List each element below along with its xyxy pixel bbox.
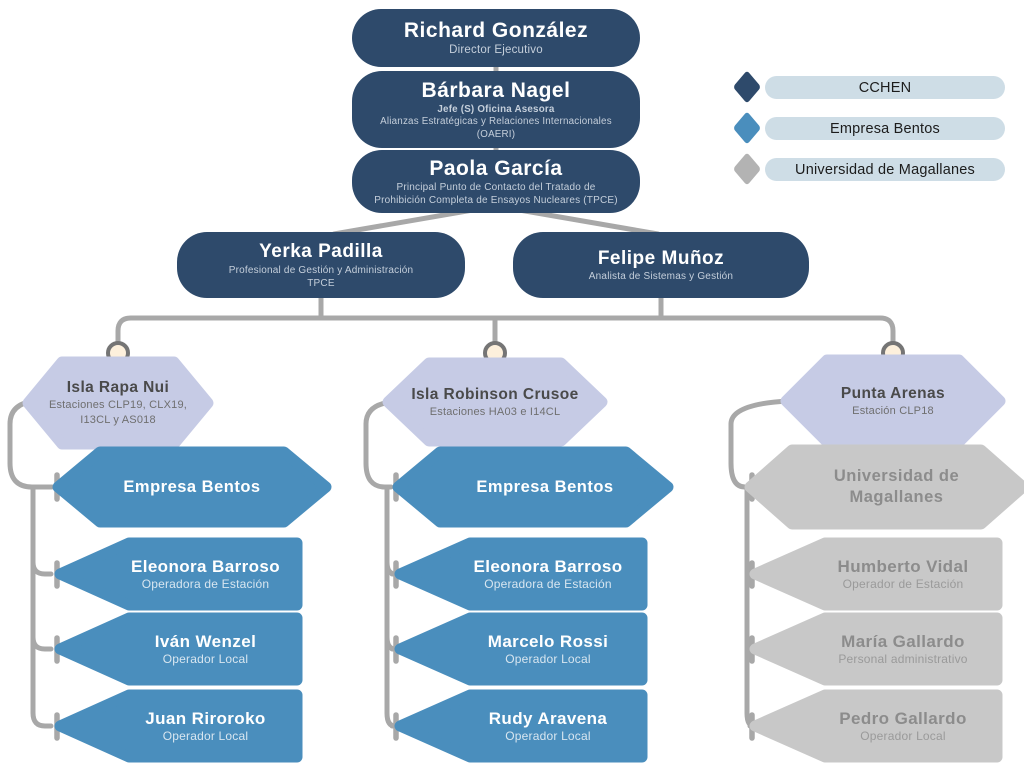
legend-label-cchen: CCHEN [765, 76, 1005, 99]
node-person: Pedro Gallardo Operador Local [749, 689, 1003, 763]
org-name: Empresa Bentos [123, 477, 261, 496]
node-person: Humberto Vidal Operador de Estación [749, 537, 1003, 611]
person-name: Paola García [429, 156, 563, 180]
person-role: Director Ejecutivo [449, 44, 543, 57]
legend-label-bentos: Empresa Bentos [765, 117, 1005, 140]
site-stations-line2: I13CL y AS018 [80, 414, 156, 427]
node-director: Richard González Director Ejecutivo [352, 9, 640, 67]
node-focal-point: Paola García Principal Punto de Contacto… [352, 150, 640, 213]
node-person: Juan Riroroko Operador Local [54, 689, 303, 763]
person-role-line2: TPCE [307, 277, 335, 289]
node-org-bentos-2: Empresa Bentos [392, 446, 674, 528]
node-site-rapa-nui: Isla Rapa Nui Estaciones CLP19, CLX19, I… [22, 356, 214, 450]
site-stations: Estaciones HA03 e I14CL [429, 405, 561, 418]
legend-label-magallanes: Universidad de Magallanes [765, 158, 1005, 181]
person-name: Yerka Padilla [259, 241, 383, 263]
person-role: Operador Local [860, 728, 946, 743]
node-person: Eleonora Barroso Operadora de Estación [394, 537, 648, 611]
person-name: Pedro Gallardo [839, 708, 967, 728]
site-stations: Estación CLP18 [852, 404, 934, 417]
node-systems-analyst: Felipe Muñoz Analista de Sistemas y Gest… [513, 232, 809, 298]
legend-text: Empresa Bentos [830, 120, 940, 137]
org-name: Universidad de Magallanes [833, 467, 960, 506]
person-name: Bárbara Nagel [421, 79, 571, 103]
person-name: Marcelo Rossi [487, 631, 609, 651]
person-name: Rudy Aravena [488, 708, 608, 728]
node-org-bentos-1: Empresa Bentos [52, 446, 332, 528]
connector-trunk [7, 59, 896, 729]
person-role: Personal administrativo [838, 651, 968, 666]
node-person: María Gallardo Personal administrativo [749, 612, 1003, 686]
node-management: Yerka Padilla Profesional de Gestión y A… [177, 232, 465, 298]
legend-text: Universidad de Magallanes [795, 161, 975, 178]
node-site-robinson-crusoe: Isla Robinson Crusoe Estaciones HA03 e I… [382, 357, 608, 447]
person-name: Richard González [403, 18, 589, 42]
person-name: Humberto Vidal [837, 556, 969, 576]
site-name: Isla Rapa Nui [66, 379, 170, 397]
org-name: Empresa Bentos [476, 477, 614, 496]
person-role: Principal Punto de Contacto del Tratado … [396, 182, 596, 194]
person-role: Operador Local [505, 728, 591, 743]
person-role-line3: (OAERI) [476, 128, 516, 140]
site-name: Isla Robinson Crusoe [411, 385, 579, 403]
person-name: Juan Riroroko [145, 708, 266, 728]
person-role: Operador Local [162, 728, 249, 743]
person-role: Analista de Sistemas y Gestión [588, 271, 734, 283]
person-role-line2: Prohibición Completa de Ensayos Nucleare… [374, 195, 618, 207]
legend-text: CCHEN [858, 79, 912, 96]
site-stations: Estaciones CLP19, CLX19, [48, 399, 188, 412]
node-person: Eleonora Barroso Operadora de Estación [54, 537, 303, 611]
node-person: Iván Wenzel Operador Local [54, 612, 303, 686]
person-name: María Gallardo [841, 631, 965, 651]
person-role: Operadora de Estación [141, 576, 270, 591]
node-site-punta-arenas: Punta Arenas Estación CLP18 [780, 354, 1006, 448]
person-role: Profesional de Gestión y Administración [228, 264, 414, 276]
person-role: Operador de Estación [842, 576, 964, 591]
person-name: Iván Wenzel [154, 631, 257, 651]
person-role: Operador Local [505, 651, 591, 666]
node-person: Rudy Aravena Operador Local [394, 689, 648, 763]
node-person: Marcelo Rossi Operador Local [394, 612, 648, 686]
person-role: Operador Local [162, 651, 249, 666]
node-advisor: Bárbara Nagel Jefe (S) Oficina Asesora A… [352, 71, 640, 148]
person-role: Operadora de Estación [484, 576, 612, 591]
person-role: Jefe (S) Oficina Asesora [437, 103, 555, 115]
node-org-magallanes: Universidad de Magallanes [744, 444, 1024, 530]
person-role-line2: Alianzas Estratégicas y Relaciones Inter… [380, 116, 612, 128]
person-name: Eleonora Barroso [130, 556, 281, 576]
site-name: Punta Arenas [840, 384, 946, 402]
person-name: Felipe Muñoz [597, 247, 725, 269]
person-name: Eleonora Barroso [473, 556, 623, 576]
